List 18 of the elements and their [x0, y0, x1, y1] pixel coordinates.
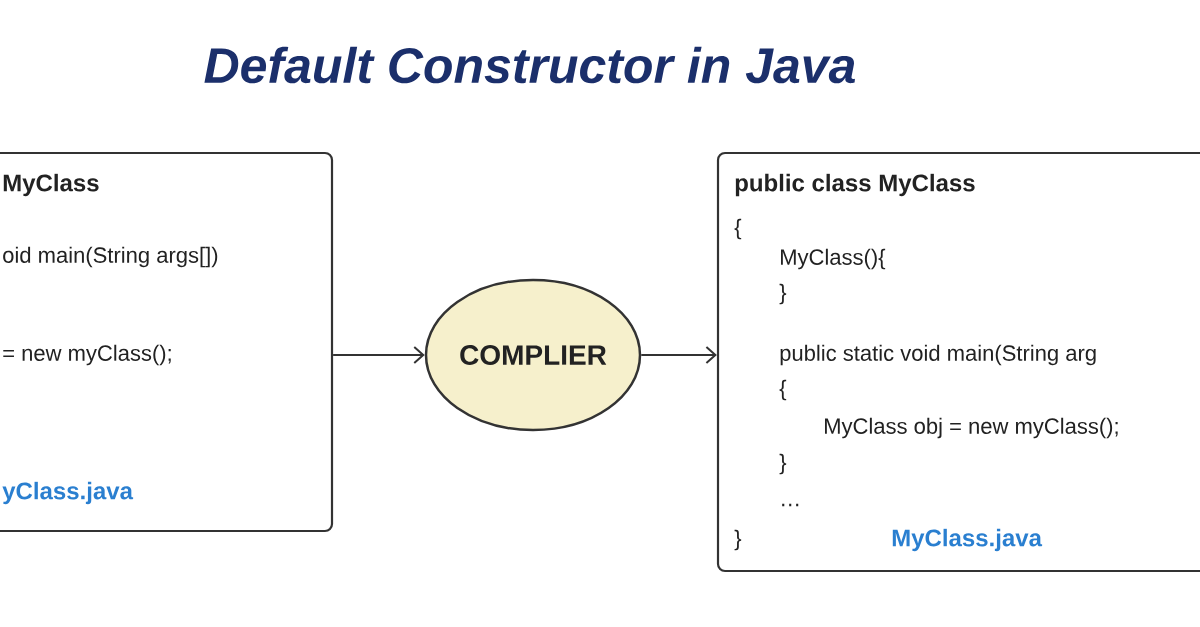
code-line: }: [779, 283, 787, 305]
code-line: {: [779, 379, 787, 401]
code-line: MyClass(){: [781, 248, 886, 270]
code-line: {: [734, 218, 742, 240]
arrow: [332, 346, 425, 364]
code-line: …: [782, 503, 799, 507]
code-line: public class MyClass: [735, 173, 975, 197]
code-line: }: [779, 453, 787, 475]
code-line: public static void main(String arg: [780, 344, 1096, 366]
arrow: [640, 346, 717, 364]
code-line: MyClass obj = new myClass();: [825, 417, 1118, 439]
code-line: oid main(String args[]): [3, 246, 218, 268]
code-line: = new myClass();: [3, 344, 171, 366]
title: Default Constructor in Java: [204, 46, 855, 84]
code-line: MyClass: [3, 173, 99, 197]
code-line: }: [734, 529, 742, 551]
file-name: yClass.java: [2, 481, 134, 505]
file-name: MyClass.java: [892, 528, 1043, 552]
